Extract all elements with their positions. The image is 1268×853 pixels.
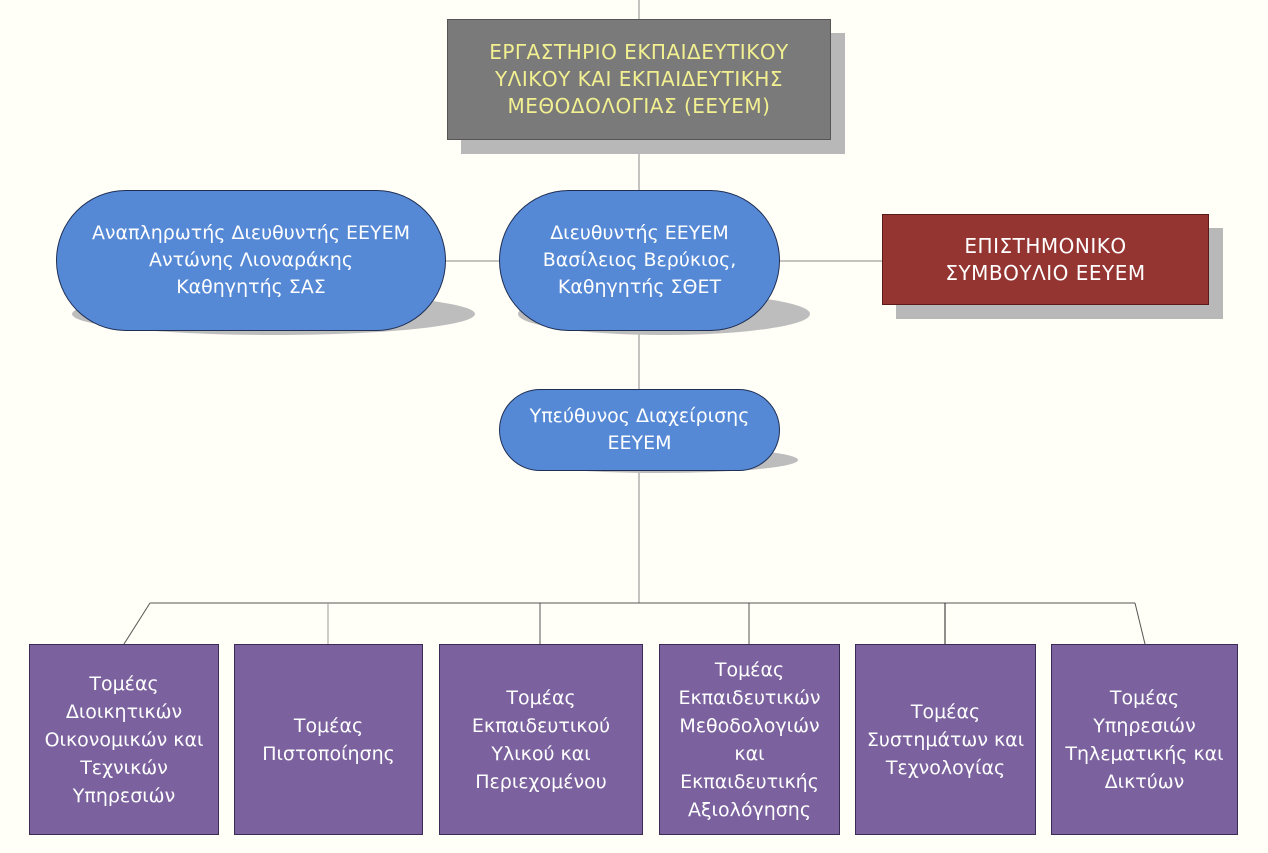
lab-title: ΕΡΓΑΣΤΗΡΙΟ ΕΚΠΑΙΔΕΥΤΙΚΟΥ ΥΛΙΚΟΥ ΚΑΙ ΕΚΠΑ… <box>489 40 789 118</box>
director-node: Διευθυντής ΕΕΥΕΜ Βασίλειος Βερύκιος, Καθ… <box>499 190 780 331</box>
connector-sector-6 <box>1134 602 1146 645</box>
scientific-council-box: ΕΠΙΣΤΗΜΟΝΙΚΟ ΣΥΜΒΟΥΛΙΟ ΕΕΥΕΜ <box>882 214 1209 305</box>
director-label: Διευθυντής ΕΕΥΕΜ Βασίλειος Βερύκιος, Καθ… <box>542 222 737 298</box>
sector-label: Τομέας Πιστοποίησης <box>262 714 395 765</box>
sector-label: Τομέας Υπηρεσιών Τηλεματικής και Δικτύων <box>1065 686 1224 793</box>
sector-label: Τομέας Συστημάτων και Τεχνολογίας <box>866 700 1025 779</box>
sector-systems-technology: Τομέας Συστημάτων και Τεχνολογίας <box>855 644 1036 835</box>
sector-educational-methodologies: Τομέας Εκπαιδευτικών Μεθοδολογιών και Εκ… <box>659 644 840 835</box>
sector-telematics-networks: Τομέας Υπηρεσιών Τηλεματικής και Δικτύων <box>1051 644 1238 835</box>
connector-sector-1 <box>123 602 151 645</box>
scientific-council-label: ΕΠΙΣΤΗΜΟΝΙΚΟ ΣΥΜΒΟΥΛΙΟ ΕΕΥΕΜ <box>945 233 1146 285</box>
manager-label: Υπεύθυνος Διαχείρισης ΕΕΥΕΜ <box>529 405 750 454</box>
sector-certification: Τομέας Πιστοποίησης <box>234 644 423 835</box>
sector-educational-material: Τομέας Εκπαιδευτικού Υλικού και Περιεχομ… <box>439 644 643 835</box>
lab-title-box: ΕΡΓΑΣΤΗΡΙΟ ΕΚΠΑΙΔΕΥΤΙΚΟΥ ΥΛΙΚΟΥ ΚΑΙ ΕΚΠΑ… <box>447 19 831 140</box>
sector-label: Τομέας Διοικητικών Οικονομικών και Τεχνι… <box>44 672 204 807</box>
deputy-director-label: Αναπληρωτής Διευθυντής ΕΕΥΕΜ Αντώνης Λιο… <box>91 222 411 298</box>
manager-node: Υπεύθυνος Διαχείρισης ΕΕΥΕΜ <box>499 389 780 471</box>
sector-administrative: Τομέας Διοικητικών Οικονομικών και Τεχνι… <box>29 644 219 835</box>
sector-label: Τομέας Εκπαιδευτικού Υλικού και Περιεχομ… <box>471 686 611 793</box>
sector-label: Τομέας Εκπαιδευτικών Μεθοδολογιών και Εκ… <box>678 658 821 821</box>
deputy-director-node: Αναπληρωτής Διευθυντής ΕΕΥΕΜ Αντώνης Λιο… <box>56 190 446 331</box>
